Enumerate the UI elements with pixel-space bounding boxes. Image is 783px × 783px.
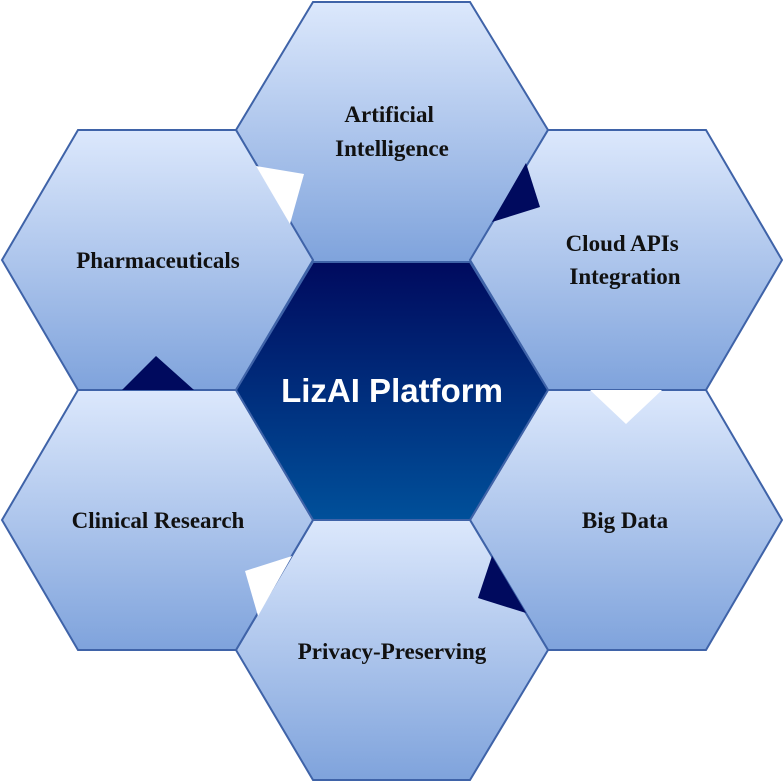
hex-label-clinical-research: Clinical Research [72, 508, 245, 533]
arrow-head-4 [245, 556, 292, 616]
hex-center-shape [234, 261, 550, 521]
hex-cloud-apis-integration: Cloud APIs Integration [468, 129, 783, 391]
center-label: LizAI Platform [281, 372, 503, 409]
hex-label-big-data: Big Data [582, 508, 669, 533]
arrow-head-2 [590, 390, 662, 424]
hex-label-pharmaceuticals: Pharmaceuticals [76, 248, 240, 273]
arrow-head-5 [122, 356, 194, 390]
arrow-head-1 [492, 163, 540, 222]
arrow-head-6 [256, 166, 304, 224]
arrow-head-3 [478, 556, 526, 613]
hex-big-data: Big Data [468, 389, 783, 651]
hex-label-cloud-apis-integration: Cloud APIs Integration [566, 231, 685, 289]
hex-center: LizAI Platform [234, 261, 550, 521]
hex-label-privacy-preserving: Privacy-Preserving [298, 639, 487, 664]
hex-label-artificial-intelligence: Artificial Intelligence [335, 102, 449, 161]
